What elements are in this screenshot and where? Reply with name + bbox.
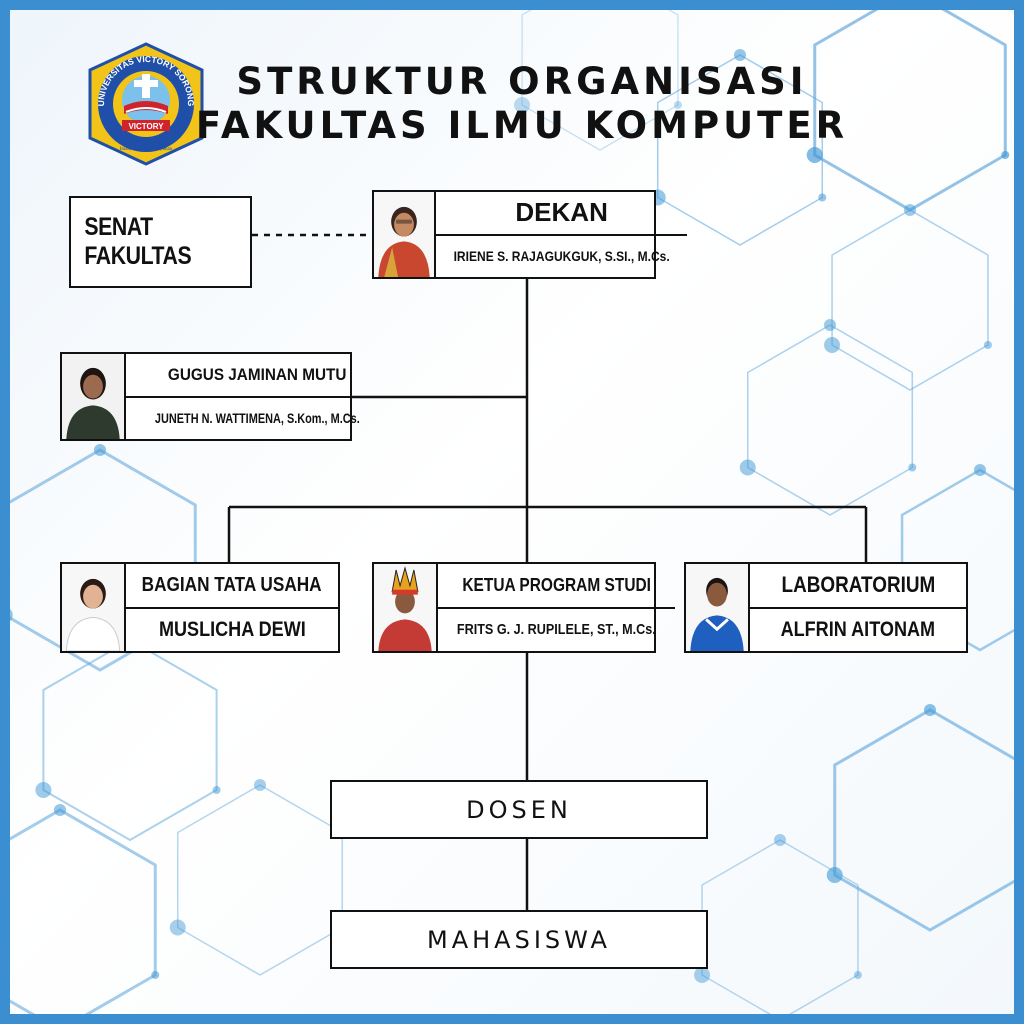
kaprodi-role: KETUA PROGRAM STUDI	[438, 564, 675, 609]
logo-banner-text: VICTORY	[128, 122, 164, 131]
background-node-dot	[974, 464, 986, 476]
tata-usaha-portrait	[62, 564, 124, 651]
laboratorium-card: LABORATORIUM ALFRIN AITONAM	[684, 562, 968, 653]
gjm-photo	[62, 354, 126, 439]
gjm-role: GUGUS JAMINAN MUTU	[126, 354, 389, 398]
background-node-dot	[212, 786, 221, 794]
chart-title-line2: FAKULTAS ILMU KOMPUTER	[195, 104, 849, 147]
mahasiswa-box: MAHASISWA	[330, 910, 708, 969]
logo-motto-text: Iman, Ilmu dan Pelayanan	[120, 147, 173, 152]
background-node-dot	[169, 919, 186, 936]
background-hexagon	[746, 324, 914, 516]
ketua-program-studi-card: KETUA PROGRAM STUDI FRITS G. J. RUPILELE…	[372, 562, 675, 653]
dekan-card: DEKAN IRIENE S. RAJAGUKGUK, S.SI., M.Cs.	[372, 190, 688, 279]
background-node-dot	[924, 704, 936, 716]
lab-name: ALFRIN AITONAM	[750, 609, 966, 652]
background-hexagon	[900, 468, 1014, 652]
senat-label: SENAT FAKULTAS	[84, 213, 192, 270]
background-node-dot	[908, 463, 917, 472]
background-hexagon	[701, 839, 859, 1014]
dosen-label: DOSEN	[466, 795, 572, 824]
background-node-dot	[514, 97, 531, 113]
dekan-role: DEKAN	[436, 192, 688, 236]
background-node-dot	[739, 459, 756, 476]
background-node-dot	[818, 193, 827, 202]
background-node-dot	[35, 782, 52, 798]
lab-photo	[686, 564, 750, 651]
background-hexagon	[521, 10, 679, 151]
background-node-dot	[1001, 151, 1010, 159]
background-node-dot	[806, 147, 823, 163]
dekan-name: IRIENE S. RAJAGUKGUK, S.SI., M.Cs.	[436, 236, 687, 278]
university-logo: VICTORY Iman, Ilmu dan Pelayanan UNIVERS…	[88, 42, 204, 166]
background-hexagon	[656, 54, 824, 246]
kaprodi-role-text: KETUA PROGRAM STUDI	[462, 574, 651, 595]
kaprodi-name: FRITS G. J. RUPILELE, ST., M.Cs.	[438, 609, 675, 652]
background-node-dot	[904, 204, 916, 216]
dekan-portrait	[374, 192, 434, 277]
lab-portrait	[686, 564, 748, 651]
background-node-dot	[254, 779, 266, 791]
background-node-dot	[824, 337, 841, 353]
background-node-dot	[694, 967, 711, 983]
background-node-dot	[774, 834, 786, 846]
lab-role-text: LABORATORIUM	[781, 572, 935, 598]
dekan-name-text: IRIENE S. RAJAGUKGUK, S.SI., M.Cs.	[453, 248, 670, 265]
tata-usaha-name: MUSLICHA DEWI	[126, 609, 338, 652]
background-node-dot	[983, 341, 992, 349]
background-hexagon	[833, 708, 1014, 932]
background-hexagon	[10, 448, 197, 672]
tata-usaha-role-text: BAGIAN TATA USAHA	[142, 573, 322, 596]
background-node-dot	[151, 971, 160, 979]
background-node-dot	[94, 444, 106, 456]
lab-name-text: ALFRIN AITONAM	[780, 617, 936, 641]
gjm-role-text: GUGUS JAMINAN MUTU	[168, 364, 347, 384]
senat-fakultas-box: SENAT FAKULTAS	[69, 196, 252, 288]
background-node-dot	[826, 867, 843, 883]
kaprodi-portrait	[374, 564, 436, 651]
background-node-dot	[54, 804, 66, 816]
dosen-box: DOSEN	[330, 780, 708, 839]
gjm-portrait	[62, 354, 124, 439]
tata-usaha-role: BAGIAN TATA USAHA	[126, 564, 338, 609]
bagian-tata-usaha-card: BAGIAN TATA USAHA MUSLICHA DEWI	[60, 562, 340, 653]
gugus-jaminan-mutu-card: GUGUS JAMINAN MUTU JUNETH N. WATTIMENA, …	[60, 352, 389, 441]
background-node-dot	[10, 608, 13, 622]
background-node-dot	[673, 101, 682, 109]
background-node-dot	[853, 971, 862, 979]
gjm-name: JUNETH N. WATTIMENA, S.Kom., M.Cs.	[126, 398, 389, 440]
background-node-dot	[734, 49, 746, 61]
gjm-name-text: JUNETH N. WATTIMENA, S.Kom., M.Cs.	[154, 410, 360, 427]
background-hexagon	[10, 808, 157, 1014]
kaprodi-name-text: FRITS G. J. RUPILELE, ST., M.Cs.	[456, 621, 656, 639]
chart-title-line1: STRUKTUR ORGANISASI	[236, 60, 808, 103]
lab-role: LABORATORIUM	[750, 564, 966, 609]
background-node-dot	[824, 319, 836, 331]
background-hexagon	[42, 638, 218, 842]
mahasiswa-label: MAHASISWA	[427, 925, 611, 954]
kaprodi-photo	[374, 564, 438, 651]
dekan-photo	[374, 192, 436, 277]
background-hexagon	[831, 209, 989, 391]
tata-usaha-photo	[62, 564, 126, 651]
tata-usaha-name-text: MUSLICHA DEWI	[158, 617, 306, 641]
